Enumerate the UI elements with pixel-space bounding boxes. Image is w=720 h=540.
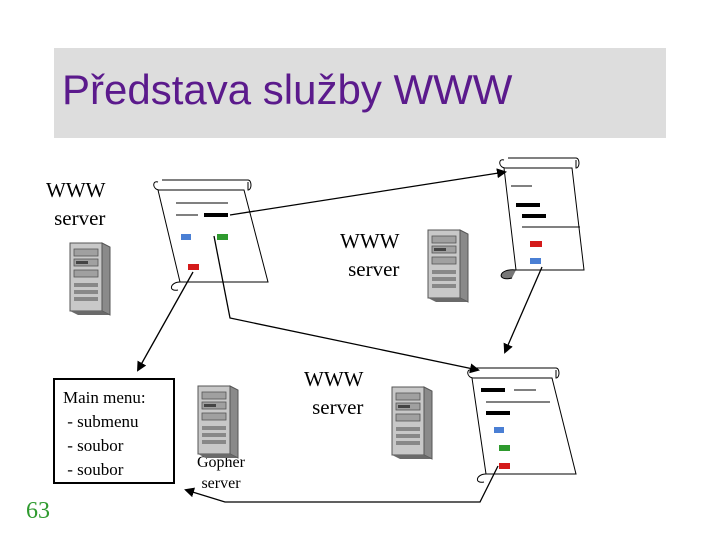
link-red bbox=[530, 241, 542, 247]
arrow-to-menu bbox=[137, 271, 194, 372]
main-menu-box: Main menu: - submenu - soubor - soubor bbox=[53, 378, 175, 484]
link-green bbox=[499, 445, 510, 451]
gopher-server-label: Gopher server bbox=[197, 454, 245, 492]
arrow-to-scroll-3 bbox=[213, 235, 480, 374]
arrow-to-server-3 bbox=[503, 266, 543, 354]
menu-item-soubor-1: - soubor bbox=[63, 436, 124, 455]
arrow-to-server-2 bbox=[229, 168, 507, 216]
gopher-server-icon bbox=[197, 385, 239, 459]
link-red bbox=[499, 463, 510, 469]
link-blue bbox=[530, 258, 541, 264]
link-blue bbox=[181, 234, 191, 240]
www-server-label-1: WWW server bbox=[46, 178, 106, 230]
document-scroll-icon-3 bbox=[467, 367, 577, 483]
www-server-label-2: WWW server bbox=[340, 229, 400, 281]
slide-title: Představa služby WWW bbox=[62, 66, 513, 113]
link-red bbox=[188, 264, 199, 270]
link-blue bbox=[494, 427, 504, 433]
www-server-icon-3 bbox=[391, 386, 433, 460]
www-server-icon-2 bbox=[427, 229, 469, 303]
arrow-to-gopher bbox=[184, 465, 499, 503]
menu-item-soubor-2: - soubor bbox=[63, 460, 124, 479]
page-number: 63 bbox=[26, 498, 50, 524]
link-green bbox=[217, 234, 228, 240]
www-server-icon-1 bbox=[69, 242, 111, 316]
title-bar: Představa služby WWW bbox=[54, 48, 666, 138]
document-scroll-icon-1 bbox=[153, 179, 269, 291]
menu-heading: Main menu: bbox=[63, 388, 146, 407]
document-scroll-icon-2 bbox=[499, 157, 585, 280]
menu-item-submenu: - submenu bbox=[63, 412, 139, 431]
www-server-label-3: WWW server bbox=[304, 367, 364, 419]
